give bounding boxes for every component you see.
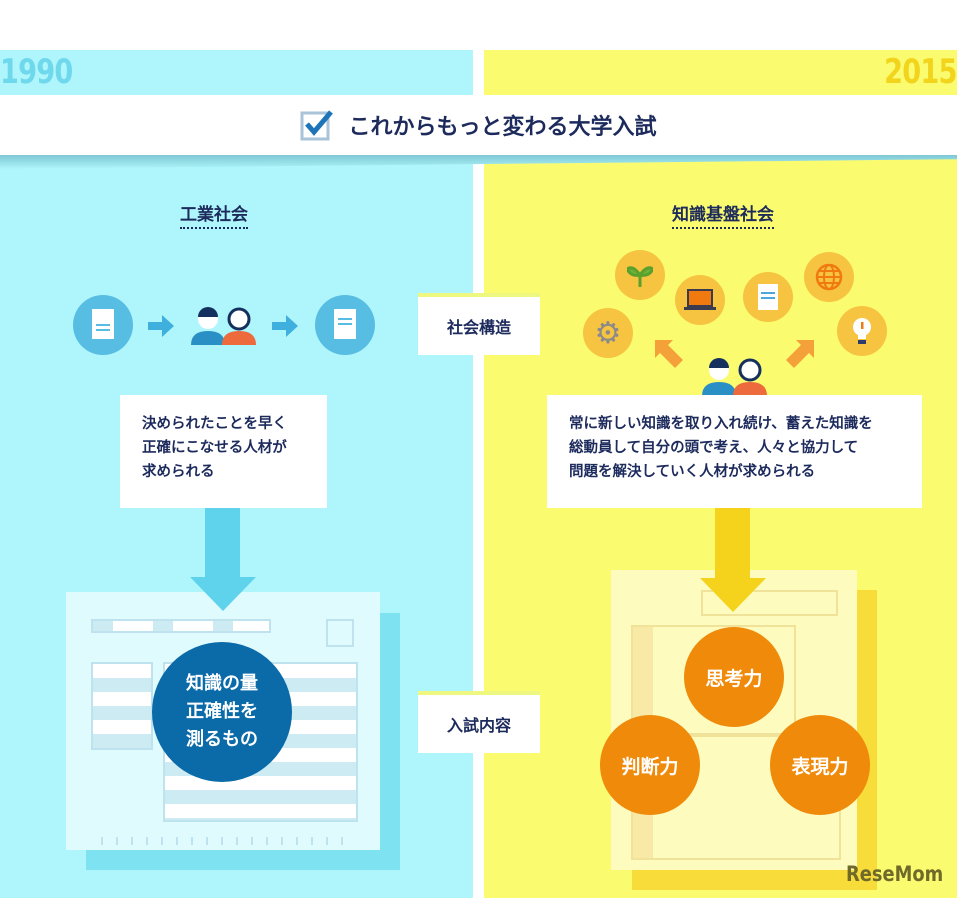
people-icon bbox=[702, 358, 767, 396]
globe-icon bbox=[804, 252, 854, 302]
document-icon bbox=[73, 295, 133, 355]
text-line: 求められる bbox=[142, 464, 215, 480]
sprout-icon bbox=[615, 250, 665, 300]
label-structure: 社会構造 bbox=[418, 297, 540, 355]
text-line: 決められたことを早く bbox=[142, 416, 287, 432]
exam-circle: 知識の量 正確性を 測るもの bbox=[152, 642, 292, 782]
arrow-up-left-icon bbox=[655, 340, 683, 368]
lightbulb-icon bbox=[837, 306, 887, 356]
arrow-down-head bbox=[700, 578, 766, 612]
label-exam: 入試内容 bbox=[418, 695, 540, 753]
arrow-down-left bbox=[205, 508, 240, 578]
arrow-down-right bbox=[715, 508, 750, 580]
arrow-down-head bbox=[190, 577, 256, 611]
checkbox-icon bbox=[300, 110, 334, 141]
laptop-icon bbox=[675, 275, 725, 325]
text-line: 正確にこなせる人材が bbox=[142, 440, 287, 456]
gear-icon: ⚙ bbox=[583, 308, 633, 358]
arrow-up-right-icon bbox=[786, 340, 814, 368]
skill-expression: 表現力 bbox=[770, 715, 870, 815]
document-icon bbox=[315, 295, 375, 355]
text-line: 知識の量 bbox=[186, 673, 258, 694]
page-title: これからもっと変わる大学入試 bbox=[348, 115, 657, 140]
skill-judgment: 判断力 bbox=[600, 715, 700, 815]
right-heading: 知識基盤社会 bbox=[672, 200, 774, 229]
arrow-right-icon bbox=[148, 315, 174, 337]
document-icon bbox=[743, 272, 793, 322]
watermark-logo: ReseMom bbox=[846, 862, 944, 886]
text-line: 問題を解決していく人材が求められる bbox=[569, 464, 816, 480]
year-left: 1990 bbox=[0, 52, 73, 92]
text-line: 正確性を bbox=[186, 701, 258, 722]
left-description: 決められたことを早く 正確にこなせる人材が 求められる bbox=[120, 395, 327, 508]
people-icon bbox=[191, 307, 256, 345]
arrow-right-icon bbox=[272, 315, 298, 337]
title-band: これからもっと変わる大学入試 bbox=[0, 95, 957, 155]
year-right: 2015 bbox=[884, 52, 957, 92]
text-line: 総動員して自分の頭で考え、人々と協力して bbox=[569, 440, 859, 456]
text-line: 常に新しい知識を取り入れ続け、蓄えた知識を bbox=[569, 416, 873, 432]
text-line: 測るもの bbox=[186, 729, 258, 750]
left-heading: 工業社会 bbox=[180, 200, 248, 229]
skill-thinking: 思考力 bbox=[684, 627, 784, 727]
right-description: 常に新しい知識を取り入れ続け、蓄えた知識を 総動員して自分の頭で考え、人々と協力… bbox=[547, 395, 922, 508]
